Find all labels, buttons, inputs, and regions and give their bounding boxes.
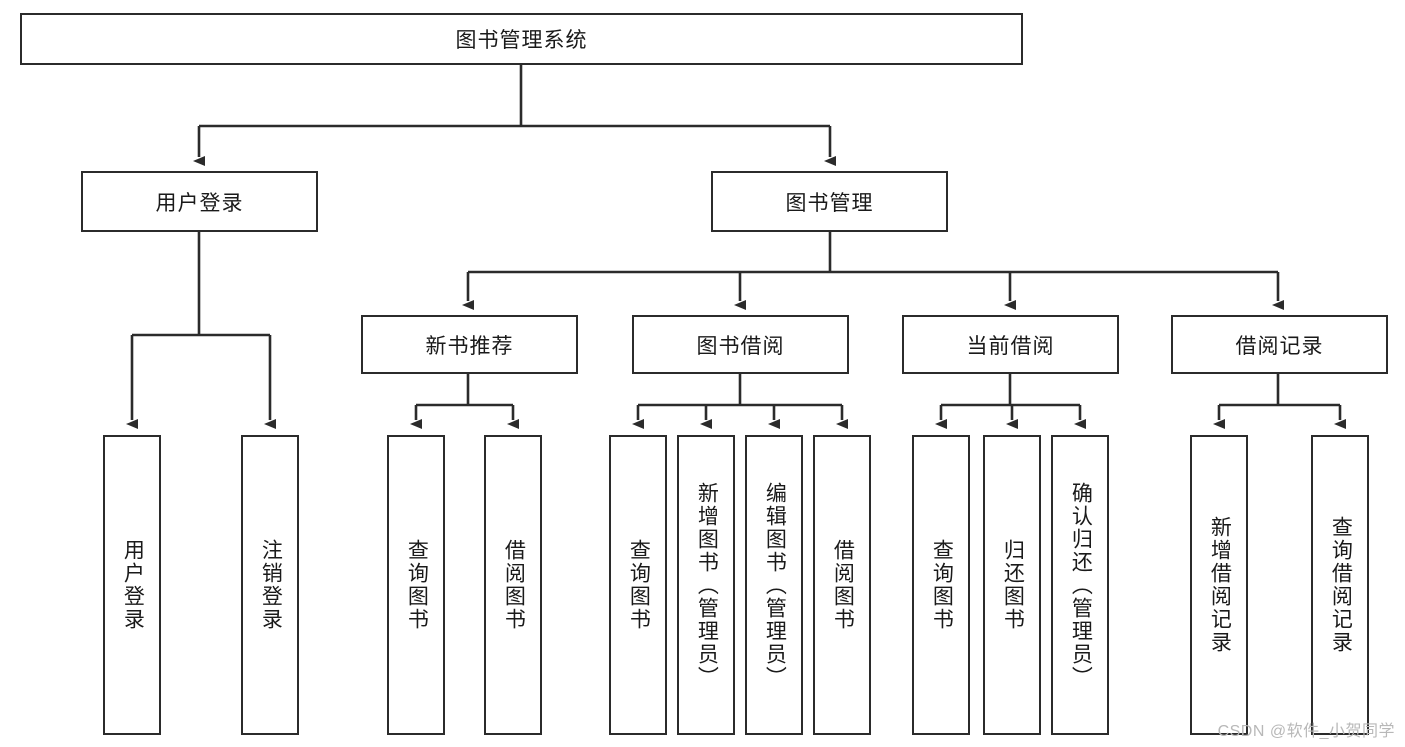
leaf-return-book[interactable]: 归还图书 <box>983 435 1041 735</box>
node-root[interactable]: 图书管理系统 <box>20 13 1023 65</box>
leaf-borrow-book-newbook[interactable]: 借阅图书 <box>484 435 542 735</box>
leaf-borrow-book[interactable]: 借阅图书 <box>813 435 871 735</box>
node-user-login[interactable]: 用户登录 <box>81 171 318 232</box>
leaf-borrow-book-newbook-label: 借阅图书 <box>502 539 526 631</box>
leaf-borrow-book-label: 借阅图书 <box>831 539 855 631</box>
leaf-query-book-current-label: 查询图书 <box>930 539 954 631</box>
node-current-borrow-label: 当前借阅 <box>966 334 1055 358</box>
node-book-management-label: 图书管理 <box>785 191 874 215</box>
node-borrow-record[interactable]: 借阅记录 <box>1171 315 1388 374</box>
leaf-user-logout[interactable]: 注销登录 <box>241 435 299 735</box>
leaf-add-book-admin-label: 新增图书（管理员） <box>695 481 719 689</box>
leaf-user-logout-label: 注销登录 <box>259 539 283 631</box>
node-book-borrow-label: 图书借阅 <box>696 334 785 358</box>
leaf-query-book-borrow[interactable]: 查询图书 <box>609 435 667 735</box>
leaf-add-borrow-record[interactable]: 新增借阅记录 <box>1190 435 1248 735</box>
leaf-query-book-borrow-label: 查询图书 <box>627 539 651 631</box>
leaf-query-borrow-record[interactable]: 查询借阅记录 <box>1311 435 1369 735</box>
leaf-confirm-return-admin-label: 确认归还（管理员） <box>1069 481 1093 689</box>
node-book-borrow[interactable]: 图书借阅 <box>632 315 849 374</box>
leaf-add-borrow-record-label: 新增借阅记录 <box>1208 516 1232 654</box>
leaf-edit-book-admin-label: 编辑图书（管理员） <box>763 481 787 689</box>
leaf-query-book-current[interactable]: 查询图书 <box>912 435 970 735</box>
leaf-confirm-return-admin[interactable]: 确认归还（管理员） <box>1051 435 1109 735</box>
node-root-label: 图书管理系统 <box>455 29 588 52</box>
node-new-book-recommend-label: 新书推荐 <box>425 334 514 358</box>
leaf-add-book-admin[interactable]: 新增图书（管理员） <box>677 435 735 735</box>
leaf-user-login-label: 用户登录 <box>121 539 145 631</box>
watermark-text: CSDN @软件_小贺同学 <box>1217 723 1395 740</box>
node-book-management[interactable]: 图书管理 <box>711 171 948 232</box>
node-borrow-record-label: 借阅记录 <box>1235 334 1324 358</box>
node-current-borrow[interactable]: 当前借阅 <box>902 315 1119 374</box>
leaf-user-login[interactable]: 用户登录 <box>103 435 161 735</box>
node-user-login-label: 用户登录 <box>155 191 244 215</box>
leaf-edit-book-admin[interactable]: 编辑图书（管理员） <box>745 435 803 735</box>
leaf-return-book-label: 归还图书 <box>1001 539 1025 631</box>
leaf-query-borrow-record-label: 查询借阅记录 <box>1329 516 1353 654</box>
leaf-query-book-newbook[interactable]: 查询图书 <box>387 435 445 735</box>
node-new-book-recommend[interactable]: 新书推荐 <box>361 315 578 374</box>
leaf-query-book-newbook-label: 查询图书 <box>405 539 429 631</box>
